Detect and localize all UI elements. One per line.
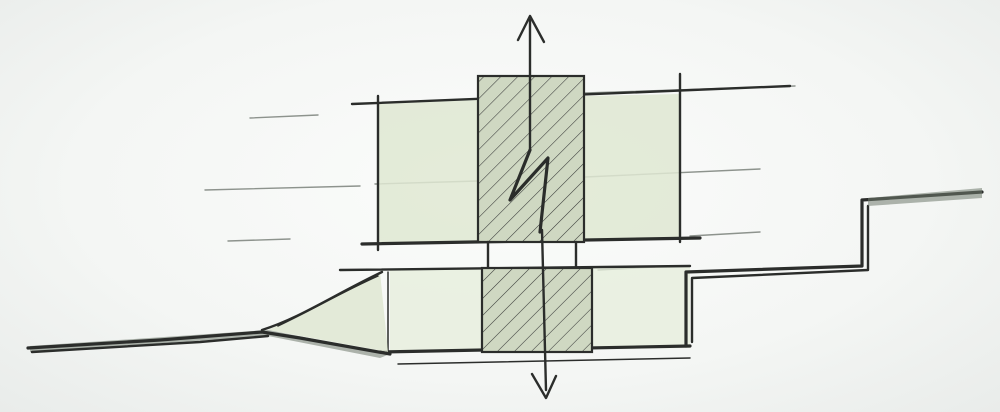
upper-volume — [350, 72, 792, 252]
lightning-zigzag — [508, 148, 550, 234]
guide-line — [689, 231, 761, 237]
guide-line — [249, 114, 319, 119]
guide-line — [227, 238, 291, 242]
guide-line — [204, 185, 361, 191]
ramp-wedge — [260, 270, 388, 352]
hatched-core-lower — [480, 266, 594, 354]
vertical-circulation-arrow — [516, 14, 558, 400]
ground-line — [26, 330, 392, 358]
stepped-terrain-right — [684, 188, 984, 348]
